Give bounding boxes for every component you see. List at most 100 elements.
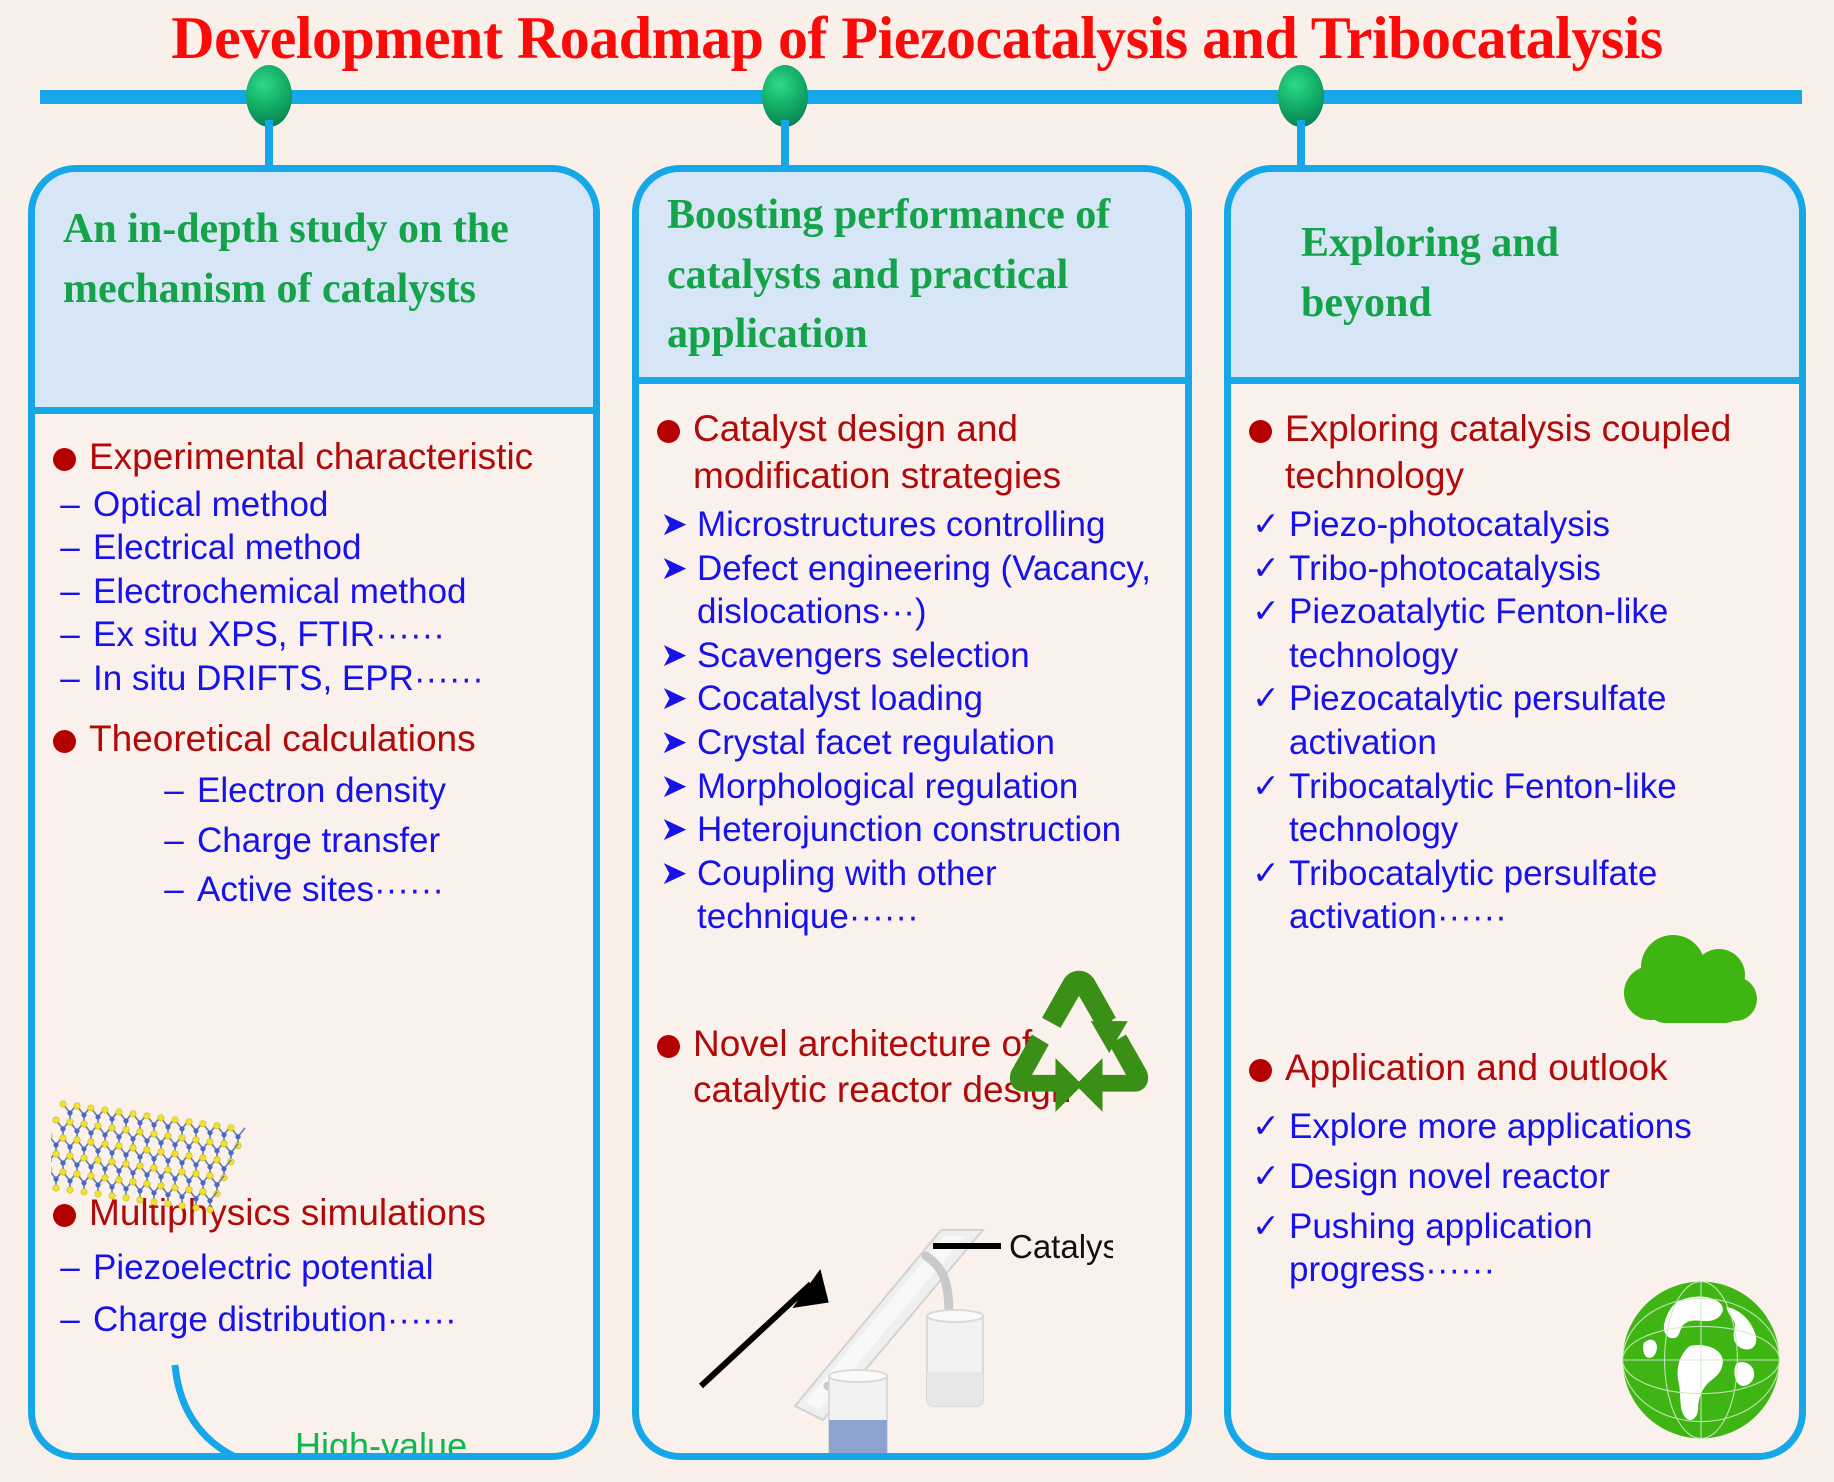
chevron-right-icon: ➤ (660, 505, 688, 543)
catalytic-reaction-label: Catalytic reaction (55, 1454, 185, 1460)
list-item-label: Charge transfer (197, 820, 441, 860)
timeline-stem-2 (781, 120, 789, 180)
dash-icon: – (164, 870, 184, 910)
bullet-label: Exploring catalysis coupled technology (1285, 408, 1732, 496)
list-item-label: Microstructures controlling (697, 505, 1106, 545)
list-item: ✓ Pushing application progress······ (1249, 1205, 1785, 1292)
red-dot-icon (657, 420, 680, 443)
list-item: ✓ Design novel reactor (1249, 1155, 1785, 1199)
column-3-body: Exploring catalysis coupled technology ✓… (1231, 384, 1799, 1453)
bullet-novel-architecture: Novel architecture of catalytic reactor … (657, 1021, 1171, 1114)
column-2-body: Catalyst design and modification strateg… (639, 384, 1185, 1453)
page-title: Development Roadmap of Piezocatalysis an… (171, 5, 1663, 71)
bullet-theoretical-calculations: Theoretical calculations (53, 716, 579, 763)
bullet-label: Novel architecture of catalytic reactor … (693, 1022, 1072, 1111)
list-item-label: Electron density (197, 771, 447, 811)
list-item: ✓ Piezoatalytic Fenton-like technology (1249, 590, 1785, 677)
list-item-label: Ex situ XPS, FTIR······ (93, 615, 445, 655)
red-dot-icon (657, 1034, 680, 1058)
column-1-header: An in-depth study on the mechanism of ca… (35, 172, 593, 414)
bullet-catalyst-design: Catalyst design and modification strateg… (657, 406, 1171, 499)
dash-icon: – (60, 615, 80, 655)
list-item-label: Piezoelectric potential (93, 1248, 434, 1288)
list-item: ✓ Explore more applications (1249, 1105, 1785, 1149)
timeline-node-3 (1278, 65, 1324, 127)
column-1: An in-depth study on the mechanism of ca… (28, 165, 600, 1460)
column-2: Boosting performance of catalysts and pr… (632, 165, 1192, 1460)
red-dot-icon (1249, 1058, 1272, 1082)
check-icon: ✓ (1252, 1206, 1280, 1244)
list-item: – Charge distribution······ (53, 1298, 579, 1342)
timeline-node-2 (762, 65, 808, 127)
list-item-label: Defect engineering (Vacancy, dislocation… (697, 548, 1151, 632)
dash-icon: – (60, 571, 80, 611)
check-icon: ✓ (1252, 592, 1280, 630)
high-value-line-1: High-value (295, 1425, 468, 1460)
dash-icon: – (60, 484, 80, 524)
list-item-label: Tribo-photocatalysis (1289, 548, 1601, 588)
list-item: ➤ Morphological regulation (657, 765, 1171, 809)
chevron-right-icon: ➤ (660, 810, 688, 848)
list-item: – Charge transfer (157, 819, 579, 863)
bullet-label: Theoretical calculations (89, 718, 476, 760)
check-icon: ✓ (1252, 853, 1280, 891)
layered-crystal-structure-figure (51, 1100, 246, 1214)
dash-icon: – (60, 1299, 80, 1339)
catalysts-label: Catalysts (1009, 1228, 1113, 1265)
list-item-label: In situ DRIFTS, EPR······ (93, 658, 484, 698)
list-item-label: Tribocatalytic Fenton-like technology (1289, 766, 1677, 850)
dash-icon: – (60, 658, 80, 698)
column-3: Exploring and beyond Exploring catalysis… (1224, 165, 1806, 1460)
check-icon: ✓ (1252, 505, 1280, 543)
check-icon: ✓ (1252, 766, 1280, 804)
chevron-right-icon: ➤ (660, 548, 688, 586)
red-dot-icon (53, 1203, 76, 1227)
check-icon: ✓ (1252, 1157, 1280, 1195)
list-item: ➤ Coupling with other technique······ (657, 852, 1171, 939)
chevron-right-icon: ➤ (660, 635, 688, 673)
dash-icon: – (60, 1248, 80, 1288)
list-item: ✓ Tribocatalytic Fenton-like technology (1249, 765, 1785, 852)
list-item-label: Heterojunction construction (697, 810, 1122, 850)
check-icon: ✓ (1252, 1107, 1280, 1145)
bullet-exploring-coupled-technology: Exploring catalysis coupled technology (1249, 406, 1785, 499)
timeline-stem-3 (1297, 120, 1305, 180)
red-dot-icon (53, 448, 76, 471)
list-item: ➤ Defect engineering (Vacancy, dislocati… (657, 547, 1171, 634)
bullet-label: Application and outlook (1285, 1046, 1668, 1088)
list-item: – Ex situ XPS, FTIR······ (53, 613, 579, 657)
column-1-body: Experimental characteristic – Optical me… (35, 414, 593, 1460)
list-item-label: Crystal facet regulation (697, 723, 1055, 763)
list-item-label: Morphological regulation (697, 766, 1079, 806)
catalytic-reaction-line-1: Catalytic (55, 1454, 185, 1460)
high-value-products-label: High-value products (295, 1424, 593, 1460)
list-item: ✓ Tribo-photocatalysis (1249, 547, 1785, 591)
green-cloud-icon (1624, 935, 1757, 1023)
list-item-label: Electrical method (93, 528, 362, 568)
chevron-right-icon: ➤ (660, 723, 688, 761)
list-item: – Electrochemical method (53, 570, 579, 614)
bullet-experimental-characteristic: Experimental characteristic (53, 434, 579, 481)
dash-icon: – (164, 820, 184, 860)
check-icon: ✓ (1252, 679, 1280, 717)
check-icon: ✓ (1252, 548, 1280, 586)
list-item-label: Piezocatalytic persulfate activation (1289, 679, 1667, 763)
dash-icon: – (164, 771, 184, 811)
list-item-label: Charge distribution······ (93, 1299, 457, 1339)
bullet-label: Experimental characteristic (89, 436, 534, 477)
list-item: ✓ Piezocatalytic persulfate activation (1249, 677, 1785, 764)
green-globe-icon (1622, 1281, 1780, 1439)
column-1-header-text: An in-depth study on the mechanism of ca… (63, 206, 509, 312)
list-item-label: Pushing application progress······ (1289, 1206, 1593, 1290)
list-item-label: Piezo-photocatalysis (1289, 505, 1610, 545)
timeline-stem-1 (265, 120, 273, 180)
list-item-label: Design novel reactor (1289, 1157, 1610, 1197)
list-item-label: Scavengers selection (697, 635, 1030, 675)
dash-icon: – (60, 528, 80, 568)
curved-arrow-icon (171, 1364, 236, 1453)
timeline-bar (40, 90, 1802, 104)
list-item: ➤ Crystal facet regulation (657, 721, 1171, 765)
bullet-application-and-outlook: Application and outlook (1249, 1045, 1785, 1092)
list-item: – Electron density (157, 769, 579, 813)
list-item: ➤ Microstructures controlling (657, 503, 1171, 547)
